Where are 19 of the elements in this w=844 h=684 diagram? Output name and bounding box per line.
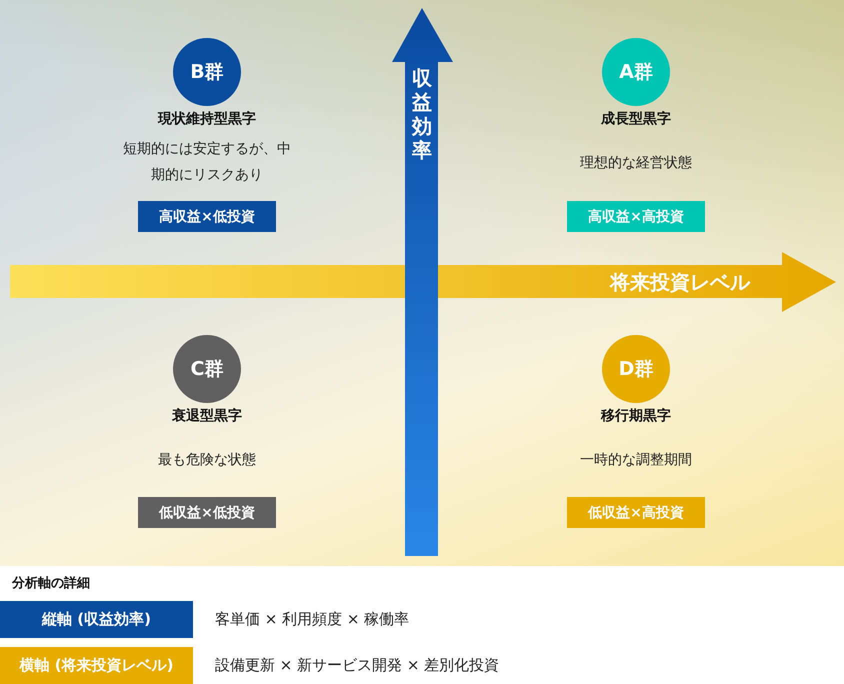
quadrant-title: 衰退型黒字 [170, 407, 243, 425]
quadrant-title: 現状維持型黒字 [156, 110, 257, 128]
axis-title: 収益効率 [411, 66, 433, 162]
quadrant-description: 短期的には安定するが、中期的にリスクあり [123, 140, 291, 185]
tag-label: 低収益×高投資 [567, 497, 705, 528]
axis-title: 将来投資レベル [610, 269, 750, 296]
axis-label: 横軸 (将来投資レベル) [0, 647, 193, 684]
axis-formula: 客単価 × 利用頻度 × 稼働率 [215, 610, 410, 629]
tag-label: 高収益×高投資 [567, 201, 705, 232]
quadrant-description: 一時的な調整期間 [579, 451, 693, 470]
section-heading: 分析軸の詳細 [12, 575, 90, 592]
quadrant-description: 最も危険な状態 [157, 451, 257, 470]
tag-label: 高収益×低投資 [138, 201, 276, 232]
tag-label: 低収益×低投資 [138, 497, 276, 528]
quadrant-title: 成長型黒字 [600, 110, 672, 128]
quadrant-title: 移行期黒字 [600, 407, 672, 425]
axis-label: 縦軸 (収益効率) [0, 601, 193, 638]
axis-formula: 設備更新 × 新サービス開発 × 差別化投資 [215, 656, 500, 675]
quadrant-description: 理想的な経営状態 [579, 154, 693, 173]
